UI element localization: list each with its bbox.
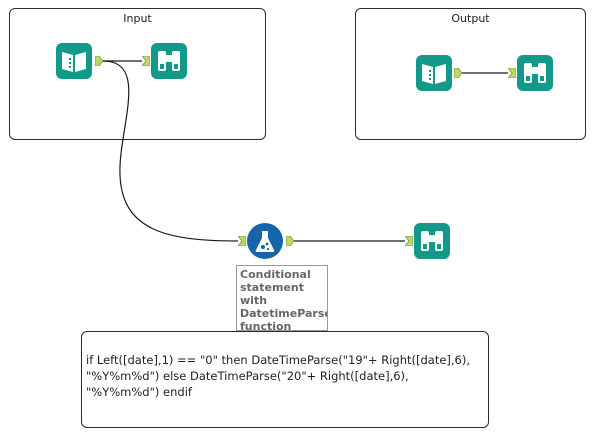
input-container-title: Input xyxy=(123,12,152,25)
input-data-output-anchor[interactable] xyxy=(95,56,103,66)
input-container[interactable]: Input xyxy=(9,8,266,140)
output-container-title: Output xyxy=(451,12,490,25)
browse-binoculars-icon xyxy=(517,55,553,91)
browse-tool-2[interactable] xyxy=(517,55,553,91)
input-data-book-icon xyxy=(56,43,92,79)
formula-input-anchor[interactable] xyxy=(238,236,246,246)
browse-input-anchor[interactable] xyxy=(142,56,150,66)
browse-tool-3[interactable] xyxy=(414,223,450,259)
comment-box[interactable]: if Left([date],1) == "0" then DateTimePa… xyxy=(81,331,489,428)
browse-binoculars-icon xyxy=(414,223,450,259)
formula-tool[interactable] xyxy=(247,223,283,259)
browse-tool[interactable] xyxy=(151,43,187,79)
formula-flask-icon xyxy=(247,223,283,259)
formula-output-anchor[interactable] xyxy=(286,236,294,246)
browse-2-input-anchor[interactable] xyxy=(508,68,516,78)
comment-text: if Left([date],1) == "0" then DateTimePa… xyxy=(86,353,471,399)
input-data-2-output-anchor[interactable] xyxy=(454,68,462,78)
input-data-tool[interactable] xyxy=(56,43,92,79)
formula-annotation: Conditional statement with DatetimeParse… xyxy=(236,265,328,331)
input-data-book-icon xyxy=(416,55,452,91)
browse-binoculars-icon xyxy=(151,43,187,79)
input-data-tool-2[interactable] xyxy=(416,55,452,91)
wire-input-to-formula xyxy=(102,60,239,242)
browse-3-input-anchor[interactable] xyxy=(405,236,413,246)
